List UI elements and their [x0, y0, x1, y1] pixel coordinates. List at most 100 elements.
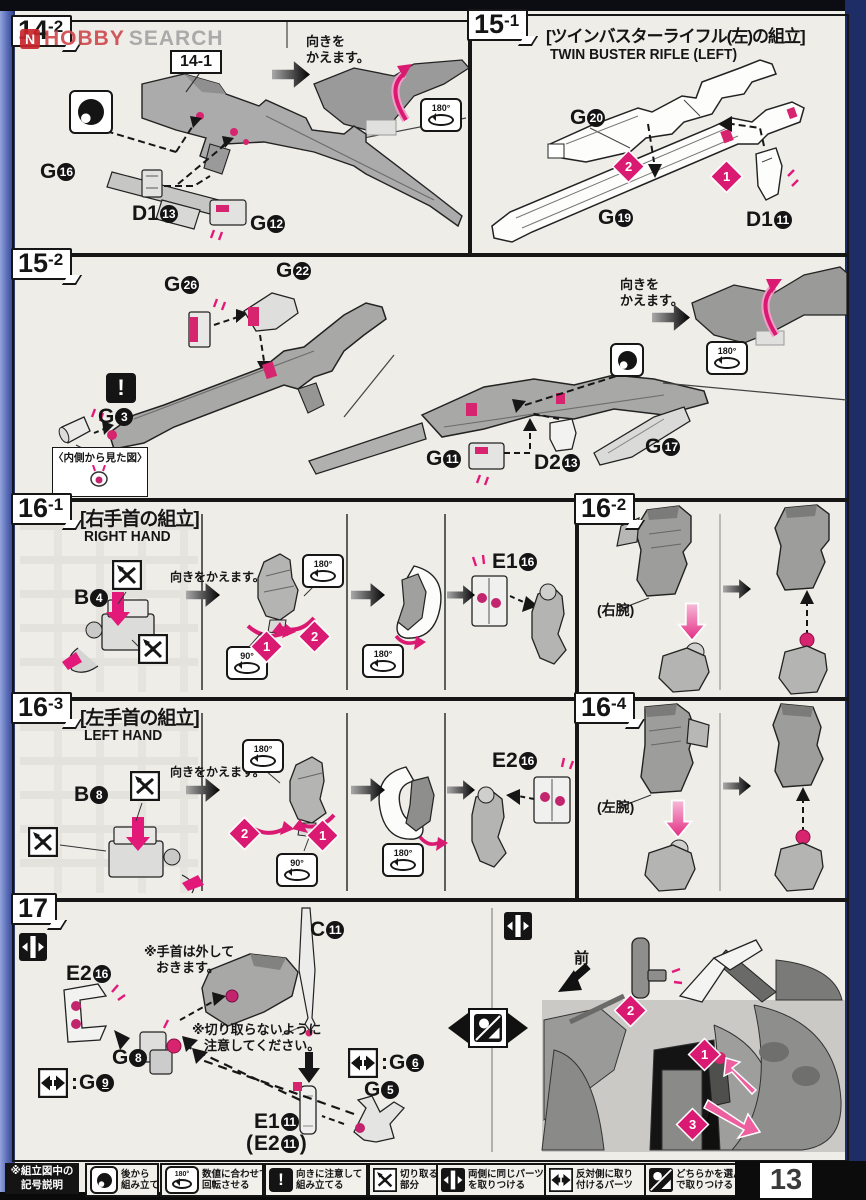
rotate-180-icon: 180° — [165, 1166, 199, 1194]
step-arrow-icon — [186, 778, 220, 802]
step-label-16-1: 16 -1 — [11, 493, 73, 525]
section-15-2: 15 -2 — [11, 248, 849, 502]
rotate-180-icon: 180° — [362, 644, 404, 678]
section-16-3: 16 -3 [左手首の組立] LEFT HAND — [11, 692, 579, 902]
cut-warning-note: ※切り取らないように 注意してください。 — [192, 1022, 321, 1055]
rotate-180-icon: 180° — [242, 739, 284, 773]
section-16-4: 16 -4 (左腕) — [574, 692, 849, 902]
step-number: 16 — [18, 692, 49, 722]
step-marker-2: 2 — [299, 621, 330, 652]
rotate-180-icon: 180° — [420, 98, 462, 132]
rotate-90-icon: 90° — [276, 853, 318, 887]
turn-note-inline: 向きをかえます。 — [170, 765, 265, 779]
step-label-16-4: 16 -4 — [574, 692, 636, 724]
warning-icon: ! — [106, 373, 136, 403]
watermark-brand: HOBBY — [44, 27, 125, 50]
opposite-side-icon — [348, 1048, 378, 1078]
opposite-side-icon — [549, 1168, 573, 1192]
step-arrow-icon — [351, 583, 385, 607]
cut-note-line2: 注意してください。 — [204, 1038, 321, 1054]
turn-note-line1: 向きを — [620, 277, 660, 292]
assemble-later-icon — [90, 1166, 118, 1194]
front-label: 前 — [574, 950, 590, 967]
scan-edge-right — [845, 0, 866, 1200]
page-number-block: 13 — [735, 1161, 866, 1200]
nipper-icon — [112, 560, 142, 590]
turn-note-line1: 向きを — [306, 34, 346, 49]
legend-item-opposite: 反対側に取り付けるパーツ — [544, 1163, 646, 1197]
inside-view-eye-icon — [90, 464, 108, 487]
step-marker-2: 2 — [613, 151, 644, 182]
choose-right-arrow-icon — [508, 1013, 528, 1043]
inside-view-callout: 〈内側から見た図〉 — [52, 447, 148, 497]
backpack-assembly-art — [63, 907, 845, 1152]
section-15-1: 15 -1 [ツインバスターライフル(左)の組立] TWIN BUSTER RI… — [467, 9, 849, 257]
nipper-icon — [373, 1168, 397, 1192]
both-sides-icon — [504, 912, 532, 940]
turn-note: 向きを かえます。 — [620, 277, 684, 310]
inside-view-text: 〈内側から見た図〉 — [53, 452, 148, 464]
step-marker-3: 3 — [677, 1109, 708, 1140]
section-title-en: LEFT HAND — [84, 727, 163, 744]
rifle-assembly-art — [95, 22, 470, 241]
section-16-2: 16 -2 (右腕) — [574, 493, 849, 701]
step-number: 16 — [581, 692, 612, 722]
step-suffix: -2 — [48, 17, 64, 36]
step-label-16-2: 16 -2 — [574, 493, 636, 525]
warning-icon: ! — [269, 1168, 293, 1192]
section-title-en: TWIN BUSTER RIFLE (LEFT) — [550, 46, 738, 63]
rotate-180-icon: 180° — [706, 341, 748, 375]
nipper-icon — [130, 771, 160, 801]
step-arrow-icon — [186, 583, 220, 607]
step-number: 16 — [581, 493, 612, 523]
step-arrow-icon — [447, 585, 475, 605]
section-title-jp: [ツインバスターライフル(左)の組立] — [546, 27, 806, 46]
legend-header-line2: 記号説明 — [21, 1178, 63, 1191]
section-title-en: RIGHT HAND — [84, 528, 171, 545]
turn-note-line2: かえます。 — [306, 50, 370, 66]
legend-header: ※組立図中の 記号説明 — [5, 1163, 79, 1194]
legend-header-line1: ※組立図中の — [10, 1164, 74, 1177]
step-number: 16 — [18, 493, 49, 523]
legend-item-choose: どちらかを選んで取りつける — [644, 1163, 743, 1197]
step-arrow-icon — [272, 61, 310, 88]
step-marker-1: 1 — [711, 161, 742, 192]
step-number: 15 — [474, 9, 505, 39]
step-arrow-icon — [351, 778, 385, 802]
legend-item-both-sides: 両側に同じパーツを取りつける — [436, 1163, 546, 1197]
wrist-note-line2: おきます。 — [156, 960, 220, 976]
pink-down-arrow-icon — [663, 799, 693, 839]
section-16-1: 16 -1 [右手首の組立] RIGHT HAND — [11, 493, 579, 701]
rotate-180-icon: 180° — [302, 554, 344, 588]
step-label-15-2: 15 -2 — [11, 248, 73, 280]
legend-item-orientation: ! 向きに注意して組み立てる — [264, 1163, 368, 1197]
step-suffix: -2 — [48, 250, 64, 269]
step-arrow-icon — [723, 579, 751, 599]
step-suffix: -4 — [611, 694, 627, 713]
pink-down-arrow-icon — [677, 602, 707, 642]
turn-note-inline: 向きをかえます。 — [170, 570, 265, 584]
choose-left-arrow-icon — [448, 1013, 468, 1043]
step-suffix: -1 — [48, 495, 64, 514]
step-arrow-icon — [723, 776, 751, 796]
